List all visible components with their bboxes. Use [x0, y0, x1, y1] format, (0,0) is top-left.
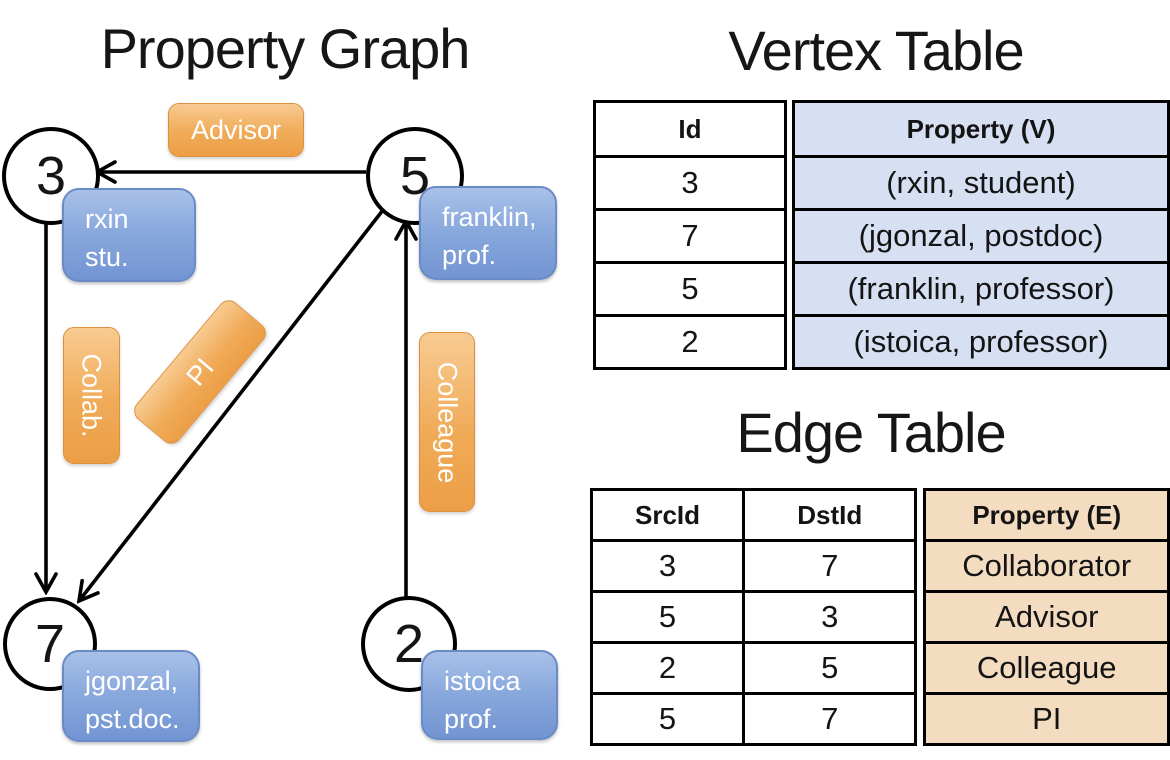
edge-table-cell-src: 3	[590, 539, 745, 593]
vertex-table-id-column: Id 3 7 5 2	[593, 100, 787, 370]
vertex-table-cell-property: (istoica, professor)	[791, 314, 1170, 370]
edge-table-header-srcid: SrcId	[590, 488, 745, 542]
vertex-7-property-line2: pst.doc.	[85, 704, 180, 735]
vertex-table-property-column: Property (V) (rxin, student) (jgonzal, p…	[791, 100, 1170, 370]
vertex-table-title: Vertex Table	[728, 19, 1024, 82]
property-graph-title: Property Graph	[100, 17, 471, 80]
edge-table-header-property: Property (E)	[923, 488, 1170, 542]
edge-label-collab-text: Collab.	[77, 353, 108, 438]
edge-table-cell-property: Advisor	[923, 590, 1170, 644]
edge-table-header-dstid: DstId	[741, 488, 918, 542]
edge-table-id-columns: SrcId DstId 3 7 5 3 2 5 5 7	[590, 488, 918, 746]
vertex-table: Id 3 7 5 2 Property (V) (rxin, student) …	[593, 100, 1170, 370]
edge-table-property-column: Property (E) Collaborator Advisor Collea…	[923, 488, 1170, 746]
edge-table-cell-dst: 5	[741, 641, 918, 695]
vertex-table-header-property: Property (V)	[791, 100, 1170, 158]
vertex-3-property-line2: stu.	[85, 242, 129, 273]
edge-label-colleague: Colleague	[419, 332, 475, 512]
edge-table-cell-src: 5	[590, 590, 745, 644]
edge-table-title: Edge Table	[736, 401, 1006, 464]
vertex-node-2-id: 2	[393, 614, 425, 674]
vertex-2-property-line2: prof.	[444, 704, 499, 735]
edge-table-cell-src: 2	[590, 641, 745, 695]
vertex-7-property-box: jgonzal, pst.doc.	[62, 650, 200, 742]
vertex-5-property-line2: prof.	[442, 240, 497, 271]
vertex-5-property-line1: franklin,	[442, 202, 537, 232]
edge-table: SrcId DstId 3 7 5 3 2 5 5 7 Property (E)…	[590, 488, 1170, 746]
vertex-table-cell-id: 5	[593, 261, 787, 317]
edge-table-cell-dst: 7	[741, 539, 918, 593]
vertex-2-property-box: istoica prof.	[421, 650, 558, 740]
vertex-7-property-line1: jgonzal,	[85, 666, 179, 696]
vertex-node-3-id: 3	[35, 146, 67, 206]
vertex-table-cell-id: 2	[593, 314, 787, 370]
edge-label-advisor-text: Advisor	[190, 114, 282, 145]
vertex-5-property-box: franklin, prof.	[419, 186, 557, 280]
edge-label-advisor: Advisor	[168, 103, 304, 157]
vertex-3-property-line1: rxin	[85, 204, 129, 234]
edge-label-colleague-text: Colleague	[432, 361, 463, 483]
edge-label-pi: PI	[129, 295, 271, 449]
edge-table-cell-property: PI	[923, 692, 1170, 746]
edge-table-cell-src: 5	[590, 692, 745, 746]
edge-table-cell-dst: 7	[741, 692, 918, 746]
vertex-node-3: 3	[2, 127, 100, 225]
edge-table-cell-property: Colleague	[923, 641, 1170, 695]
vertex-table-cell-id: 7	[593, 208, 787, 264]
vertex-3-property-box: rxin stu.	[62, 188, 196, 282]
edge-label-collab: Collab.	[63, 327, 120, 464]
vertex-table-header-id: Id	[593, 100, 787, 158]
vertex-table-cell-property: (jgonzal, postdoc)	[791, 208, 1170, 264]
edge-label-pi-text: PI	[179, 352, 220, 392]
vertex-table-cell-property: (rxin, student)	[791, 155, 1170, 211]
vertex-table-cell-id: 3	[593, 155, 787, 211]
vertex-node-7-id: 7	[34, 614, 66, 674]
vertex-table-cell-property: (franklin, professor)	[791, 261, 1170, 317]
edge-table-cell-property: Collaborator	[923, 539, 1170, 593]
vertex-node-5: 5	[366, 127, 464, 225]
vertex-2-property-line1: istoica	[444, 666, 521, 696]
edge-table-cell-dst: 3	[741, 590, 918, 644]
